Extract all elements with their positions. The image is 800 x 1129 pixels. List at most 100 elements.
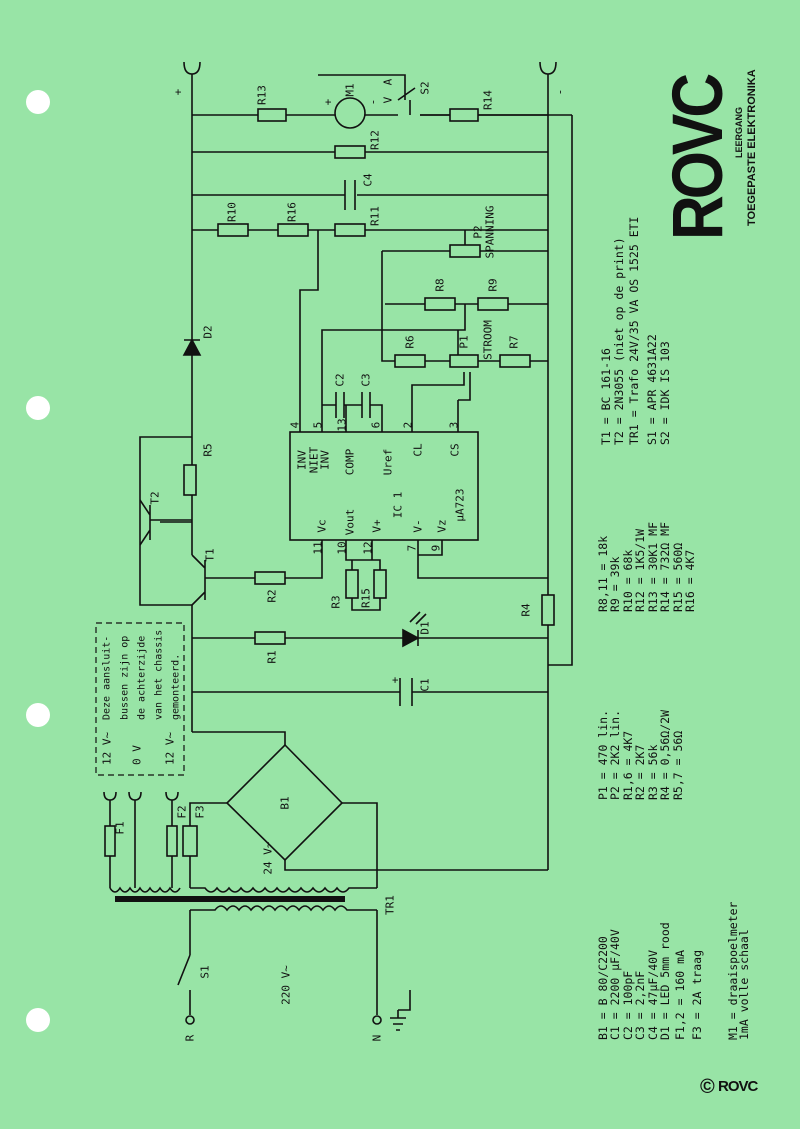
resistor-r7 bbox=[499, 354, 531, 368]
fuse-f1 bbox=[104, 825, 116, 857]
parts-list-item: R5,7 = 56Ω bbox=[671, 731, 685, 800]
parts-list-item: R2 = 2K7 bbox=[633, 745, 647, 800]
plus-terminal bbox=[183, 61, 201, 75]
resistor-r4 bbox=[541, 594, 555, 626]
ic-comp: COMP bbox=[344, 448, 357, 475]
pin-7: 7 bbox=[406, 545, 419, 552]
ic-niet-inv: INV bbox=[319, 450, 332, 470]
capacitors-c2-c3 bbox=[335, 392, 371, 418]
parts-list-item: TR1 = Trafo 24V/35 VA OS 1525 ETI bbox=[627, 217, 641, 445]
label-v: V bbox=[382, 96, 395, 103]
resistor-r10 bbox=[217, 223, 249, 237]
note-line: de achterzijde bbox=[137, 636, 148, 720]
parts-list-item: R8,11 = 18k bbox=[596, 536, 610, 612]
label-f1: F1 bbox=[114, 821, 127, 834]
label-m1-minus: - bbox=[367, 99, 380, 106]
parts-list-item: T1 = BC 161-16 bbox=[599, 348, 613, 445]
label-r5: R5 bbox=[202, 443, 215, 456]
pin-6: 6 bbox=[370, 422, 383, 429]
parts-list-item: R14 = 732Ω MF bbox=[658, 522, 672, 612]
parts-list-1: B1 = B 80/C2200 C1 = 2200 µF/40V C2 = 10… bbox=[596, 901, 751, 1040]
resistor-r13 bbox=[257, 108, 287, 122]
parts-list-item: R16 = 4K7 bbox=[683, 550, 697, 612]
capacitor-c1 bbox=[399, 678, 413, 706]
parts-list-item: R9 = 39k bbox=[608, 557, 622, 612]
label-r14: R14 bbox=[482, 90, 495, 110]
resistor-r3 bbox=[345, 569, 359, 599]
label-a: A bbox=[382, 78, 395, 85]
pin-2: 2 bbox=[402, 422, 415, 429]
resistor-r8 bbox=[424, 297, 456, 311]
ic-name: IC 1 bbox=[392, 492, 405, 519]
label-b1: B1 bbox=[279, 796, 292, 809]
resistor-r15 bbox=[373, 569, 387, 599]
components bbox=[95, 97, 555, 857]
label-r2: R2 bbox=[266, 589, 279, 602]
resistor-r11 bbox=[334, 223, 366, 237]
punch-hole bbox=[26, 396, 50, 420]
label-t2: T2 bbox=[149, 491, 162, 504]
label-spanning: SPANNING bbox=[484, 206, 497, 259]
potentiometer-p1 bbox=[449, 354, 479, 368]
label-c3: C3 bbox=[360, 373, 373, 386]
resistor-r2 bbox=[254, 571, 286, 585]
label-220v: 220 V~ bbox=[280, 965, 293, 1005]
ic-cs: CS bbox=[449, 443, 462, 456]
label-r9: R9 bbox=[487, 278, 500, 291]
minus-terminal bbox=[539, 61, 557, 75]
parts-list-item: S1 = APR 4631A22 bbox=[645, 334, 659, 445]
ic-cl: CL bbox=[412, 443, 425, 457]
capacitor-c4 bbox=[344, 180, 356, 210]
ic-vc: Vc bbox=[316, 519, 329, 532]
resistor-r12 bbox=[334, 145, 366, 159]
label-f2: F2 bbox=[176, 805, 189, 818]
parts-list-item: R1,6 = 4K7 bbox=[621, 731, 635, 800]
label-r3: R3 bbox=[330, 595, 343, 608]
label-r-mains: R bbox=[184, 1034, 197, 1041]
resistor-r6 bbox=[394, 354, 426, 368]
parts-list-item: R15 = 560Ω bbox=[671, 543, 685, 612]
pin-9: 9 bbox=[430, 545, 443, 552]
ic-vmin: V- bbox=[412, 519, 425, 532]
ic-niet: NIET bbox=[308, 446, 321, 473]
parts-list-item: C4 = 47µF/40V bbox=[646, 950, 660, 1040]
label-p2: P2 bbox=[472, 225, 485, 238]
rovc-logo: ROVC LEERGANG TOEGEPASTE ELEKTRONIKA bbox=[659, 69, 758, 240]
label-r4: R4 bbox=[520, 603, 533, 617]
minus-label: - bbox=[554, 89, 567, 96]
wiring bbox=[103, 61, 573, 1031]
ic-vplus: V+ bbox=[371, 519, 384, 533]
parts-list-item: T2 = 2N3055 (niet op de print) bbox=[612, 237, 626, 445]
parts-list-item: C1 = 2200 µF/40V bbox=[608, 929, 622, 1040]
parts-list-item: R3 = 56k bbox=[646, 745, 660, 800]
label-r13: R13 bbox=[256, 85, 269, 105]
parts-list-4: T1 = BC 161-16 T2 = 2N3055 (niet op de p… bbox=[599, 217, 672, 445]
label-c2: C2 bbox=[334, 373, 347, 386]
label-c1-plus: + bbox=[389, 676, 402, 683]
ic-uref: Uref bbox=[382, 449, 395, 476]
parts-list-item: 1mA volle schaal bbox=[737, 929, 751, 1040]
label-r10: R10 bbox=[226, 202, 239, 222]
punch-hole bbox=[26, 703, 50, 727]
label-r7: R7 bbox=[508, 335, 521, 348]
note-line: bussen zijn op bbox=[120, 636, 131, 720]
potentiometer-p2 bbox=[449, 244, 481, 258]
label-stroom: STROOM bbox=[482, 320, 495, 360]
parts-list-item: F1,2 = 160 mA bbox=[673, 950, 687, 1040]
logo-subtitle: LEERGANG bbox=[734, 107, 744, 158]
logo-brand: ROVC bbox=[659, 74, 738, 240]
label-r11: R11 bbox=[369, 206, 382, 226]
schematic-labels: + - R13 M1 + - V A S2 R14 R12 C4 R10 R16… bbox=[101, 78, 567, 1041]
ic-type: µA723 bbox=[454, 488, 467, 521]
label-p1: P1 bbox=[458, 335, 471, 348]
label-12v-b: 12 V~ bbox=[164, 732, 177, 765]
note-line: gemonteerd. bbox=[171, 654, 182, 720]
resistor-r1 bbox=[254, 631, 286, 645]
label-m1: M1 bbox=[344, 83, 357, 96]
label-s1: S1 bbox=[199, 965, 212, 978]
parts-list-item: F3 = 2A traag bbox=[690, 950, 704, 1040]
parts-list-item: R12 = 1K5/1W bbox=[633, 529, 647, 612]
label-c4: C4 bbox=[362, 173, 375, 187]
meter-m1 bbox=[334, 97, 366, 129]
pin-4: 4 bbox=[289, 421, 302, 428]
